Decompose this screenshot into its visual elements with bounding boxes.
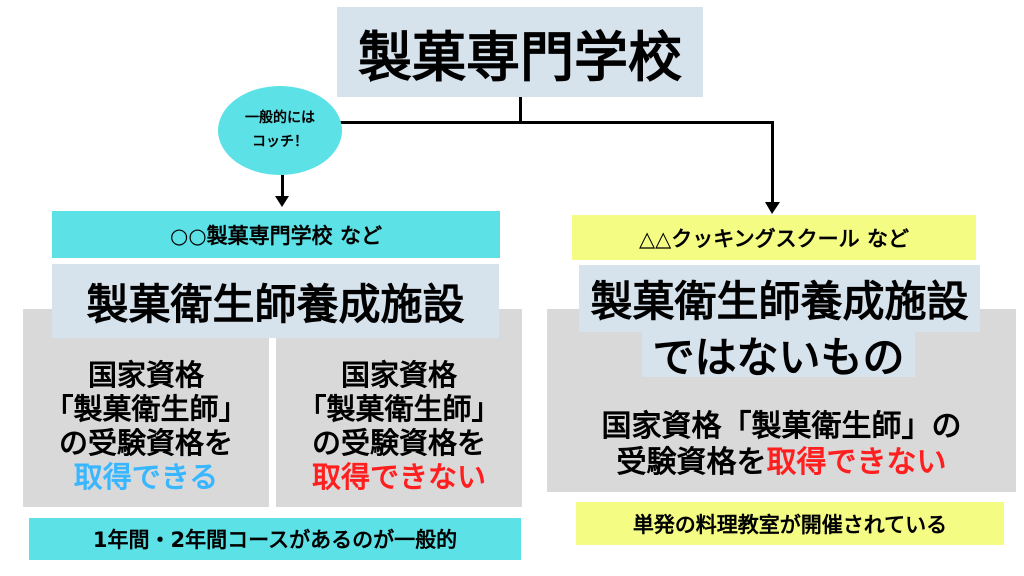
text-line: 国家資格「製菓衛生師」の	[601, 409, 962, 445]
right-note: 単発の料理教室が開催されている	[576, 502, 1004, 545]
right-panel: 国家資格「製菓衛生師」の 受験資格を取得できない	[547, 309, 1016, 492]
bubble-line: コッチ！	[252, 133, 308, 150]
right-title-box-2: ではないもの	[642, 331, 915, 382]
left-title-box: 製菓衛生師養成施設	[52, 264, 499, 338]
text-line: の受験資格を	[311, 426, 486, 460]
connector-line	[281, 175, 284, 199]
top-title-box: 製菓専門学校	[337, 7, 703, 97]
right-example-label: △△クッキングスクール など	[572, 215, 976, 260]
text-line-highlight: 取得できない	[766, 444, 947, 480]
text-line: 「製菓衛生師」	[44, 391, 248, 426]
text-line: 「製菓衛生師」	[297, 391, 501, 426]
text-line-highlight: 取得できない	[311, 460, 486, 495]
text-line: 国家資格	[340, 357, 457, 392]
connector-line	[771, 121, 774, 205]
left-example-label: ○○製菓専門学校 など	[52, 211, 500, 258]
left-note: 1年間・2年間コースがあるのが一般的	[29, 518, 521, 560]
connector-line	[519, 97, 522, 123]
connector-line	[340, 121, 774, 124]
text-line: 国家資格	[87, 357, 204, 392]
right-title-box: 製菓衛生師養成施設	[579, 265, 980, 332]
text-line: 受験資格を取得できない	[617, 445, 947, 480]
bubble-note: 一般的には コッチ！	[218, 86, 342, 175]
left-panel-cannot: 国家資格 「製菓衛生師」 の受験資格を 取得できない	[276, 309, 522, 507]
arrow-down-icon	[275, 196, 289, 207]
text-part: 受験資格を	[616, 444, 767, 480]
left-panel-can: 国家資格 「製菓衛生師」 の受験資格を 取得できる	[23, 309, 269, 507]
text-line: の受験資格を	[58, 426, 233, 460]
arrow-down-icon	[765, 202, 780, 214]
text-line-highlight: 取得できる	[73, 460, 219, 495]
bubble-line: 一般的には	[245, 109, 315, 126]
